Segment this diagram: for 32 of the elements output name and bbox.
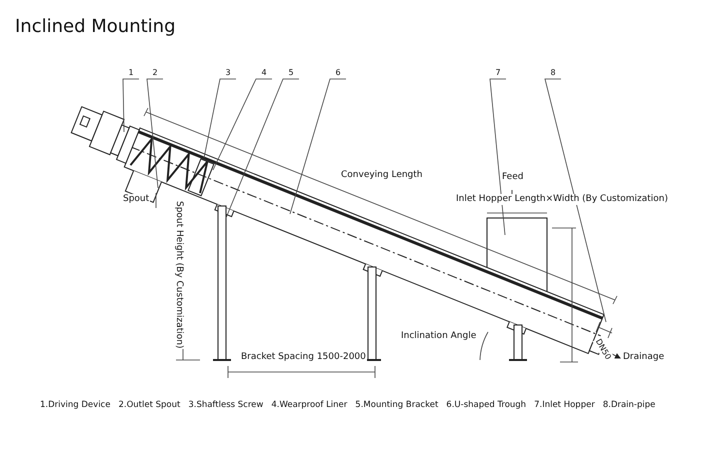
leader-line — [226, 78, 300, 218]
flow-label: Drainage — [622, 352, 666, 363]
dimension-label: Conveying Length — [340, 170, 424, 181]
leader-line — [544, 78, 606, 322]
callout-number: 7 — [493, 68, 503, 78]
leader-line — [146, 78, 164, 188]
key-entry: 8.Drain-pipe — [602, 400, 656, 410]
callout-number: 1 — [126, 68, 136, 78]
angle-label: Inclination Angle — [400, 331, 478, 342]
key-entry: 4.Wearproof Liner — [271, 400, 348, 410]
callout-number: 6 — [333, 68, 343, 78]
dimension-label: Spout Height (By Customization) — [173, 200, 184, 350]
key-entry: 7.Inlet Hopper — [534, 400, 595, 410]
key-entry: 1.Driving Device — [40, 400, 110, 410]
callout-number: 8 — [548, 68, 558, 78]
key-entry: 2.Outlet Spout — [118, 400, 180, 410]
callout-number: 5 — [286, 68, 296, 78]
key-entry: 6.U-shaped Trough — [446, 400, 526, 410]
leader-line — [490, 78, 506, 236]
callout-number: 3 — [223, 68, 233, 78]
leader-line — [204, 78, 236, 158]
title: Inclined Mounting — [14, 16, 176, 38]
dimension-label: Inlet Hopper Length×Width (By Customization) — [455, 194, 670, 205]
callout-number: 4 — [259, 68, 269, 78]
dimension-label: Bracket Spacing 1500-2000 — [240, 352, 367, 363]
callout-number: 2 — [150, 68, 160, 78]
key-entry: 3.Shaftless Screw — [188, 400, 264, 410]
part-label: Spout — [122, 194, 150, 205]
leader-line — [212, 78, 272, 170]
leader-line — [290, 78, 346, 214]
leader-line — [122, 78, 140, 132]
key-entry: 5.Mounting Bracket — [355, 400, 438, 410]
